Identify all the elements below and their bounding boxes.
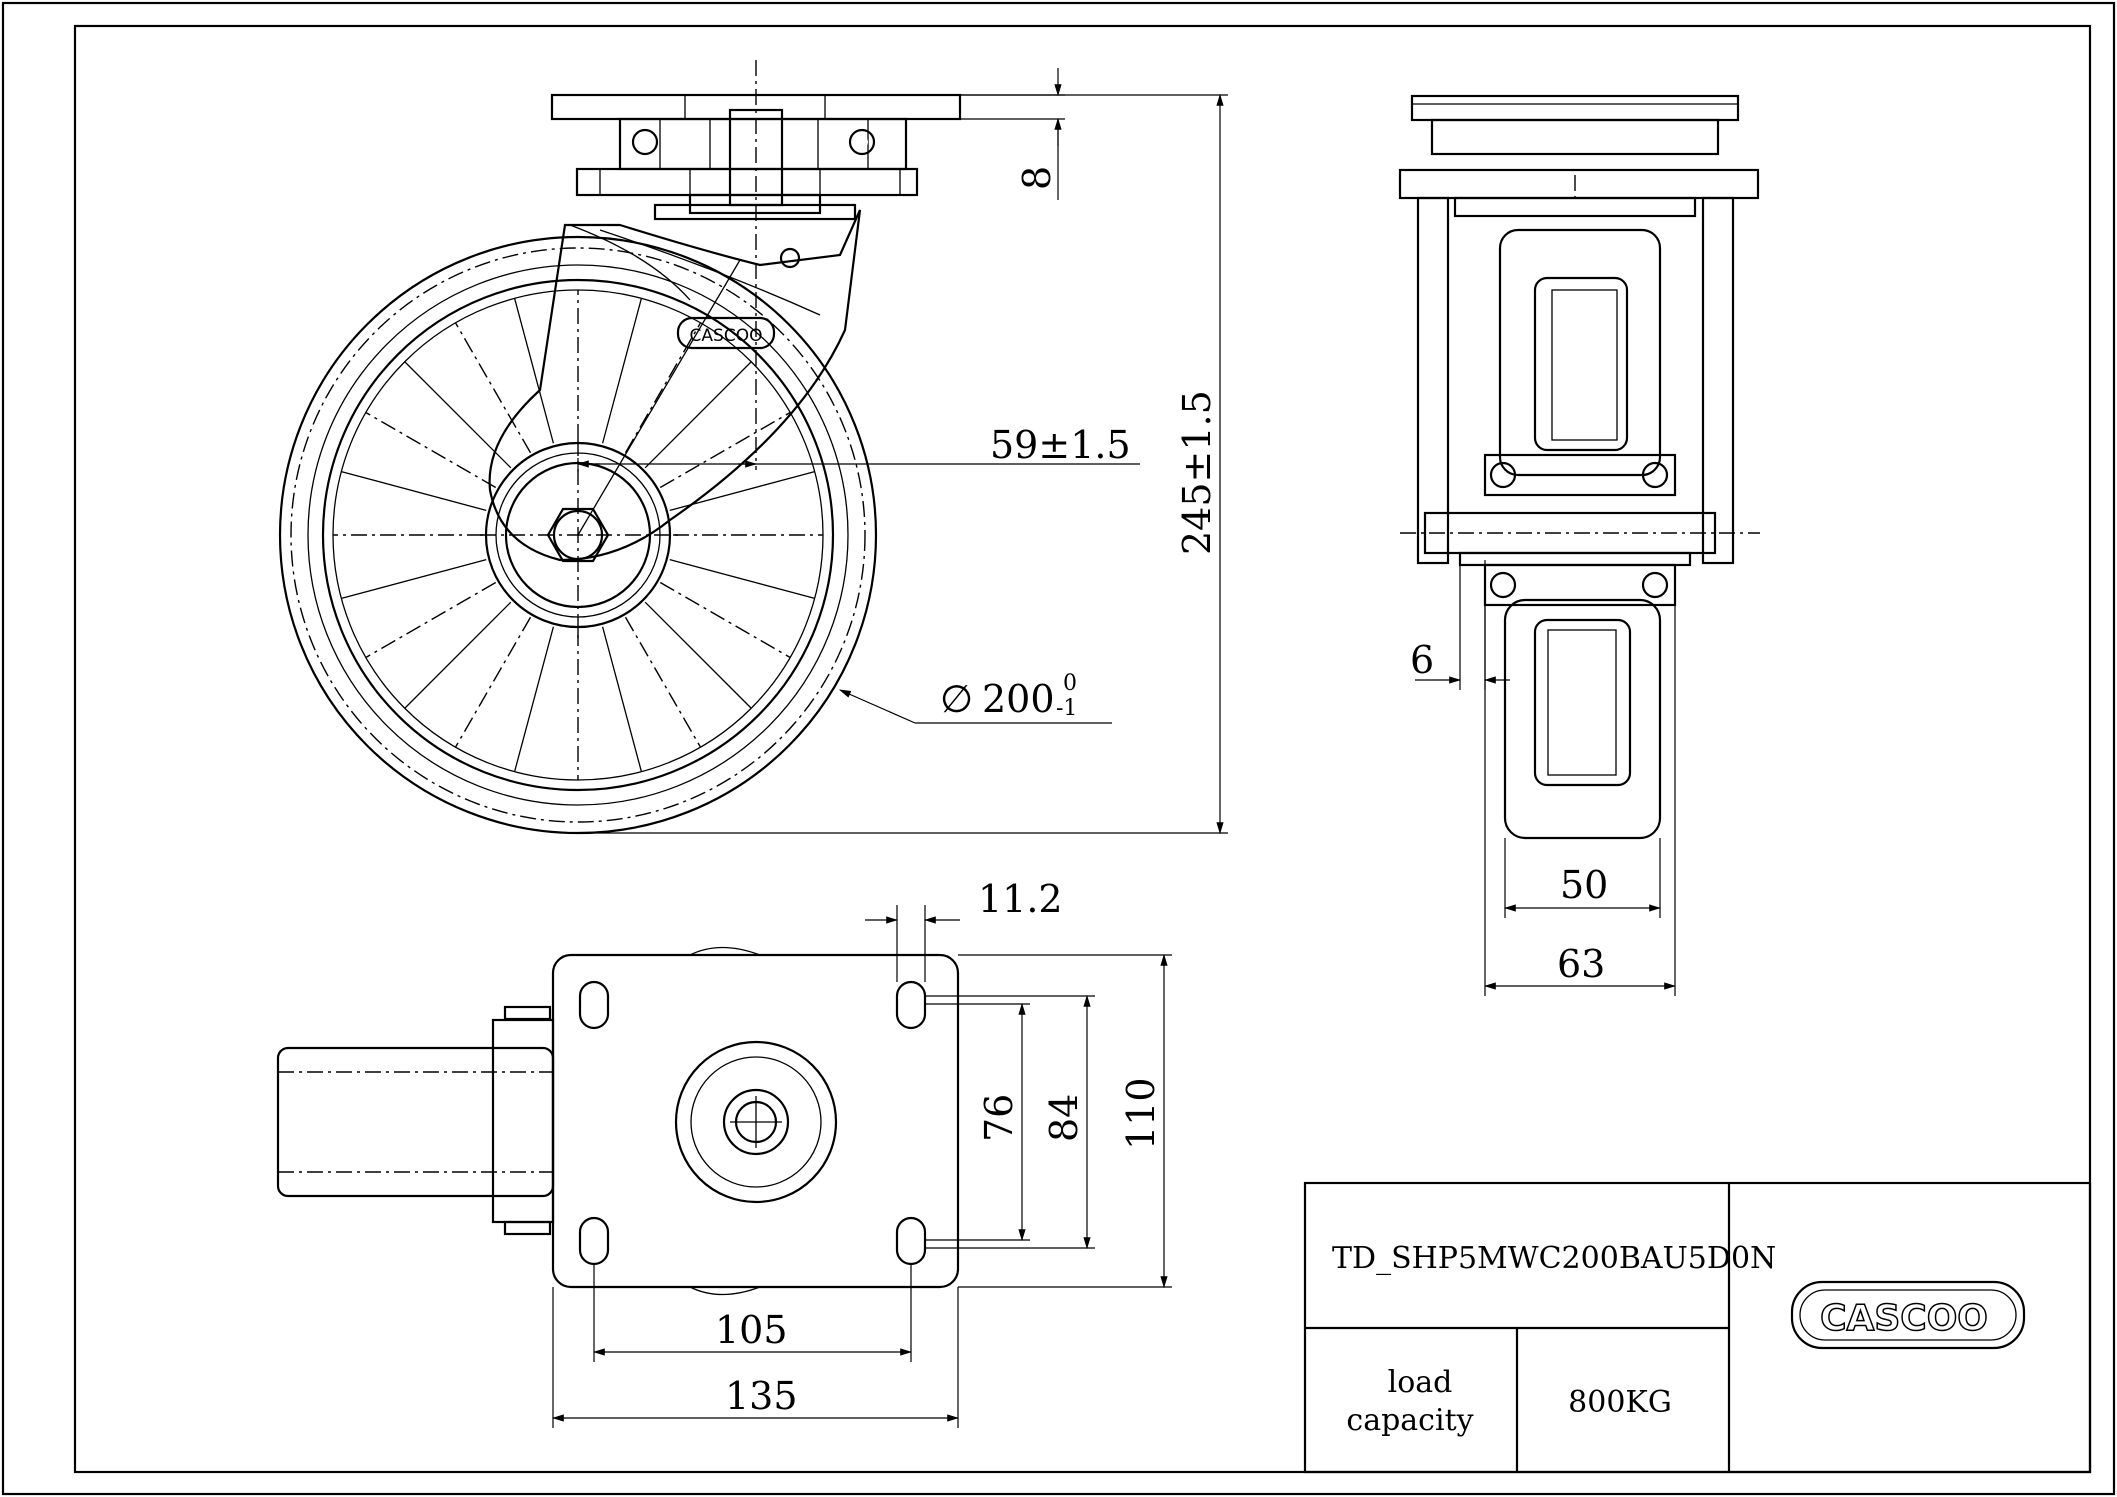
wheel-spoke [404,361,512,469]
wheel-spoke [454,616,532,748]
load-label-line1: load [1388,1365,1453,1400]
side-view [1398,94,1760,840]
wheel-spoke [624,322,702,454]
top-view-plate [551,953,960,1289]
wheel-spoke [365,411,497,489]
dim-diameter-upper: 0 [1063,671,1077,696]
dim-plate-width-c: 135 [725,1374,798,1418]
dim-plate-width-b: 110 [1119,1077,1163,1150]
top-view-wheel [276,1046,555,1198]
wheel-spoke [624,616,702,748]
side-dimensions: 6 50 63 [1410,560,1677,996]
dim-slot-width: 11.2 [978,877,1063,921]
side-bracket-left [1416,196,1450,565]
top-view [276,946,960,1296]
wheel-spokes [333,290,823,780]
dim-offset: 59±1.5 [990,423,1131,467]
wheel-spoke [404,601,512,709]
side-top-plate [1410,94,1740,122]
wheel-spoke [644,601,752,709]
company-logo-text: CASCOO [1820,1298,1988,1339]
dim-bracket-width: 63 [1557,942,1605,986]
part-number: TD_SHP5MWC200BAU5D0N [1332,1241,1776,1276]
bearing-ball-left [631,128,659,156]
wheel-spoke [601,626,643,772]
dim-hole-pitch-a: 76 [977,1094,1021,1142]
wheel-spoke [365,581,497,659]
company-logo [1790,1280,2026,1350]
top-view-swivel [674,1040,838,1204]
wheel-spoke [341,470,487,512]
side-wheel-lower [1503,598,1662,840]
wheel-outer [278,235,878,835]
load-label-line2: capacity [1346,1403,1473,1438]
title-block: TD_SHP5MWC200BAU5D0N load capacity 800KG… [1303,1181,2092,1474]
side-bracket-right [1701,196,1735,565]
wheel-rim [321,278,835,792]
fork-logo-plate [676,316,776,350]
mount-hole-tr [895,980,927,1030]
fork-leg [488,209,862,562]
wheel-spoke [513,626,555,772]
mount-hole-tl [578,980,610,1030]
mount-hole-bl [578,1216,610,1266]
dim-top-thickness: 8 [1015,166,1059,190]
dim-hole-pitch-c: 105 [715,1308,788,1352]
bearing-ball-right [848,128,876,156]
drawing-frame [73,24,2092,1474]
side-wheel-upper [1498,228,1662,477]
load-value: 800KG [1568,1385,1672,1420]
dim-height: 245±1.5 [1175,390,1219,555]
dim-side-offset: 6 [1410,638,1434,682]
dim-diameter-lower: -1 [1056,696,1077,721]
wheel-spoke [601,298,643,444]
dim-diameter-symbol: ∅ [940,677,973,721]
fork-logo-text: CASCOO [690,326,763,346]
wheel-spoke [341,558,487,600]
wheel-spoke [669,558,815,600]
wheel-spoke [659,411,791,489]
front-view: CASCOO [278,60,962,835]
top-dimensions: 11.2 76 84 110 105 135 [551,877,1172,1428]
wheel-spoke [513,298,555,444]
wheel-spoke [659,581,791,659]
dim-hole-pitch-b: 84 [1042,1094,1086,1142]
dim-tread-width: 50 [1560,863,1608,907]
dim-diameter: 200 [982,677,1055,721]
wheel-spoke [644,361,752,469]
front-dimensions: 8 245±1.5 59±1.5 ∅ 200 0 -1 [576,68,1228,835]
mount-hole-br [895,1216,927,1266]
wheel-spoke [454,322,532,454]
